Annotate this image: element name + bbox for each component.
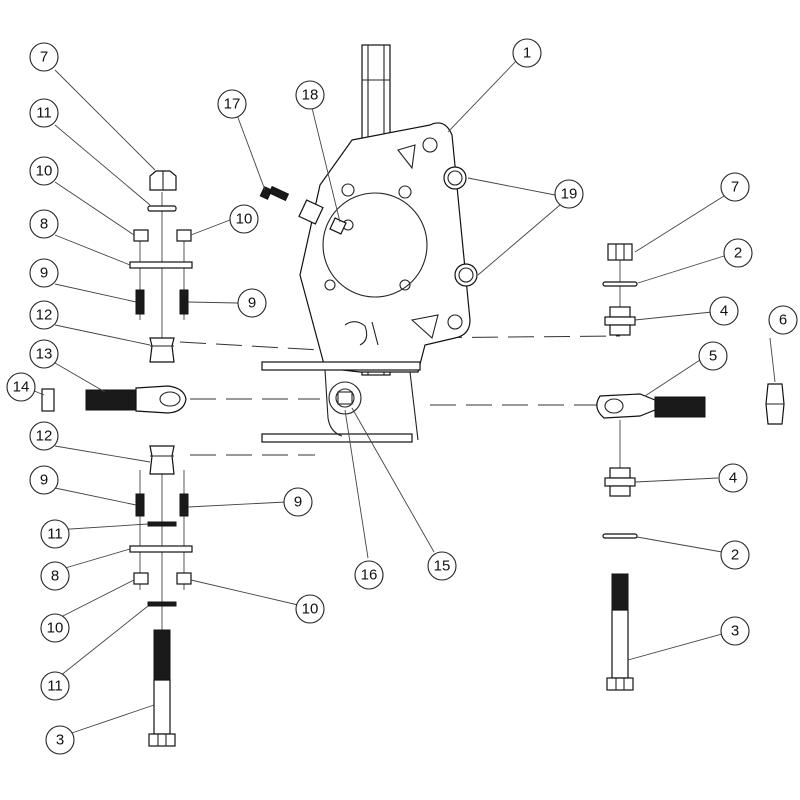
callout-4-lower: 4	[718, 463, 748, 493]
svg-text:4: 4	[729, 470, 737, 487]
callout-6: 6	[768, 305, 798, 335]
callout-11-middle: 11	[40, 519, 70, 549]
callout-8-upper: 8	[29, 209, 59, 239]
callout-9-lower-left: 9	[29, 465, 59, 495]
svg-text:9: 9	[40, 472, 48, 489]
svg-text:15: 15	[434, 558, 451, 575]
callout-3-right: 3	[720, 616, 750, 646]
svg-text:14: 14	[13, 379, 30, 396]
svg-text:7: 7	[731, 179, 739, 196]
callout-1: 1	[512, 38, 542, 68]
svg-text:2: 2	[731, 547, 739, 564]
svg-text:9: 9	[294, 494, 302, 511]
grease-fitting	[259, 185, 347, 235]
callout-7-left: 7	[29, 42, 59, 72]
callout-11-bottom: 11	[40, 671, 70, 701]
svg-text:12: 12	[36, 428, 53, 445]
callout-4-upper: 4	[709, 296, 739, 326]
svg-text:18: 18	[302, 87, 319, 104]
callout-10-lower-right: 10	[295, 594, 325, 624]
callout-11-top: 11	[29, 98, 59, 128]
svg-text:1: 1	[523, 45, 531, 62]
svg-text:7: 7	[40, 49, 48, 66]
callout-14: 14	[6, 372, 36, 402]
callout-9-upper-left: 9	[29, 258, 59, 288]
callout-10-lower-left: 10	[40, 613, 70, 643]
callout-12-lower: 12	[29, 421, 59, 451]
callout-9-upper-right: 9	[237, 288, 267, 318]
callout-10-upper-left: 10	[29, 156, 59, 186]
callout-8-lower: 8	[40, 561, 70, 591]
svg-text:8: 8	[51, 568, 59, 585]
svg-text:12: 12	[36, 307, 53, 324]
callout-2-lower: 2	[720, 540, 750, 570]
svg-text:11: 11	[36, 105, 52, 122]
svg-text:9: 9	[40, 265, 48, 282]
svg-text:6: 6	[779, 312, 787, 329]
svg-text:10: 10	[47, 620, 64, 637]
bushings	[443, 166, 478, 287]
svg-text:3: 3	[731, 623, 739, 640]
svg-text:10: 10	[236, 211, 253, 228]
right-hardware	[596, 243, 785, 691]
callout-12-upper: 12	[29, 300, 59, 330]
svg-text:4: 4	[720, 303, 728, 320]
callout-19: 19	[554, 179, 584, 209]
callout-16: 16	[354, 560, 384, 590]
svg-text:3: 3	[56, 732, 64, 749]
callout-18: 18	[295, 80, 325, 110]
callout-2-upper: 2	[723, 238, 753, 268]
svg-text:11: 11	[47, 678, 63, 695]
svg-text:8: 8	[40, 216, 48, 233]
callouts: 7 11 10 10 8 9 9 12 13 14 12 9 9 11 8 10…	[6, 38, 798, 755]
svg-text:16: 16	[361, 567, 378, 584]
knuckle-bracket	[261, 44, 471, 443]
svg-text:10: 10	[36, 163, 53, 180]
callout-7-right: 7	[720, 172, 750, 202]
svg-text:9: 9	[248, 295, 256, 312]
leader-lines	[139, 192, 621, 630]
left-lower-hardware	[129, 445, 193, 747]
callout-5: 5	[698, 341, 728, 371]
callout-15: 15	[427, 551, 457, 581]
svg-text:2: 2	[734, 245, 742, 262]
callout-leaders	[31, 59, 776, 738]
left-rod-end	[41, 385, 187, 414]
svg-text:5: 5	[709, 348, 717, 365]
callout-10-upper-right: 10	[229, 204, 259, 234]
svg-text:19: 19	[561, 186, 578, 203]
svg-text:13: 13	[36, 346, 53, 363]
svg-text:10: 10	[302, 601, 319, 618]
left-upper-hardware	[129, 170, 193, 363]
callout-13: 13	[29, 339, 59, 369]
callout-17: 17	[217, 89, 247, 119]
svg-text:11: 11	[47, 526, 63, 543]
callout-3-left: 3	[45, 725, 75, 755]
svg-text:17: 17	[224, 96, 241, 113]
callout-9-lower-right: 9	[283, 487, 313, 517]
